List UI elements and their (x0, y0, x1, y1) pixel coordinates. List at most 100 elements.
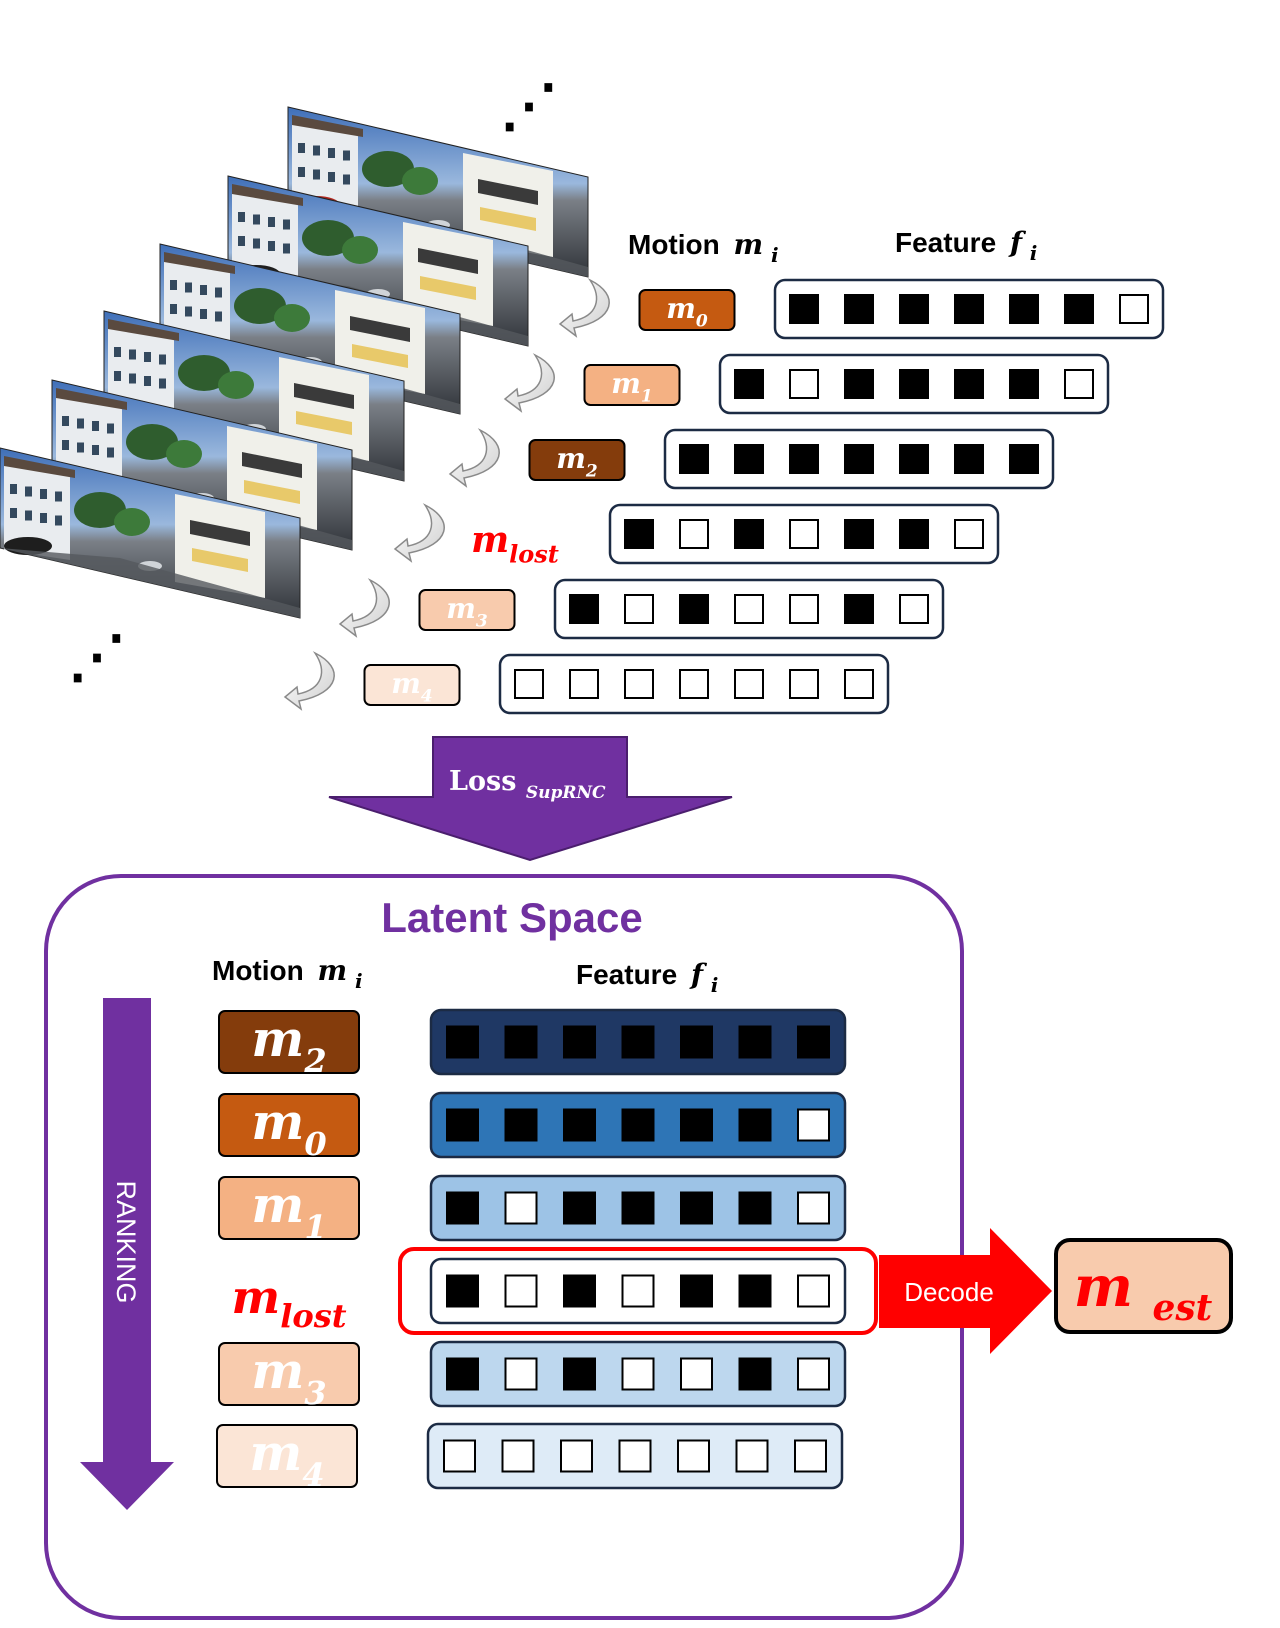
motion-label: m3 (446, 592, 488, 632)
motion-label: mlost (232, 1270, 347, 1335)
top-row: m1 (583, 353, 1110, 415)
feature-bit-empty (797, 1108, 830, 1142)
feature-bit-filled (446, 1357, 479, 1391)
latent-row: m0 (218, 1091, 847, 1163)
latent-row: m3 (218, 1340, 847, 1412)
motion-label: m1 (611, 367, 652, 407)
feature-vector (429, 1008, 847, 1076)
motion-badge: m3 (218, 1341, 360, 1412)
feature-bit-filled (789, 294, 819, 324)
motion-badge-box (216, 1424, 358, 1488)
motion-badge: m0 (638, 289, 736, 331)
feature-bit-empty (618, 1439, 652, 1473)
motion-badge-box (418, 589, 516, 631)
feature-bit-filled (738, 1025, 772, 1059)
feature-bit-empty (797, 1274, 830, 1308)
feature-bit-filled (738, 1274, 772, 1308)
feature-vector (429, 1091, 847, 1159)
motion-badge: m3 (418, 589, 516, 632)
feature-bit-empty (794, 1439, 827, 1473)
motion-label: m1 (251, 1175, 326, 1246)
feature-bit-filled (504, 1108, 538, 1142)
latent-feature-header: Feature f i (576, 958, 718, 997)
feature-vector (663, 428, 1055, 490)
feature-bit-filled (844, 594, 874, 624)
top-row: mlost (471, 503, 1000, 569)
feature-bit-empty (735, 1439, 769, 1473)
feature-bit-filled (954, 444, 984, 474)
feature-bit-filled (621, 1108, 655, 1142)
ellipsis-top: ⋰ (500, 73, 558, 138)
feature-bit-empty (504, 1274, 538, 1308)
curled-arrow-icon (338, 578, 390, 638)
motion-badge: mlost (471, 519, 559, 569)
feature-bit-empty (899, 594, 929, 624)
feature-bit-filled (738, 1191, 772, 1225)
motion-badge-box (218, 1176, 360, 1240)
feature-bit-empty (789, 669, 819, 699)
feature-bit-empty (621, 1274, 655, 1308)
motion-label: m2 (251, 1009, 326, 1080)
feature-bit-filled (680, 1025, 713, 1059)
feature-bit-filled (563, 1357, 596, 1391)
estimated-motion: m est (1054, 1238, 1233, 1334)
feature-bit-filled (738, 1108, 772, 1142)
motion-badge: m2 (218, 1009, 360, 1080)
latent-row: m4 (216, 1422, 844, 1494)
feature-bit-filled (899, 369, 929, 399)
feature-bit-filled (1009, 444, 1039, 474)
feature-bit-filled (789, 444, 819, 474)
camera-frames-stack (0, 106, 589, 619)
feature-bit-empty (789, 594, 819, 624)
feature-bit-filled (844, 294, 874, 324)
feature-bit-filled (1009, 294, 1039, 324)
latent-row: mlost (232, 1257, 847, 1335)
feature-bit-empty (679, 669, 709, 699)
ellipsis-bottom: ⋰ (68, 624, 126, 689)
feature-bit-empty (789, 519, 819, 549)
motion-badge-box (218, 1093, 360, 1157)
feature-bit-empty (504, 1357, 538, 1391)
feature-bit-empty (789, 369, 819, 399)
top-row: m0 (638, 278, 1165, 340)
feature-bit-filled (734, 519, 764, 549)
feature-bit-filled (446, 1274, 479, 1308)
feature-bit-filled (446, 1108, 479, 1142)
feature-bit-empty (1064, 369, 1094, 399)
feature-bit-empty (569, 669, 599, 699)
top-row: m2 (528, 428, 1055, 490)
latent-space-title: Latent Space (381, 894, 642, 941)
feature-bit-filled (797, 1025, 830, 1059)
top-feature-header: Feature f i (895, 226, 1037, 265)
feature-bit-filled (679, 594, 709, 624)
curled-arrow-icon (503, 353, 555, 413)
feature-bit-empty (797, 1191, 830, 1225)
feature-bit-filled (621, 1025, 655, 1059)
motion-badge-box (218, 1010, 360, 1074)
estimated-motion-label: m est (1074, 1254, 1213, 1329)
motion-badge: m4 (363, 664, 461, 706)
feature-vector (608, 503, 1000, 565)
motion-badge: m2 (528, 439, 626, 481)
feature-bit-filled (899, 519, 929, 549)
feature-bit-empty (680, 1357, 713, 1391)
feature-bit-empty (514, 669, 544, 699)
loss-arrow: Loss SupRNC (328, 736, 733, 862)
feature-bit-filled (738, 1357, 772, 1391)
motion-badge-box (638, 289, 736, 331)
feature-bit-filled (844, 444, 874, 474)
curled-arrow-icon (448, 428, 500, 488)
feature-bit-empty (797, 1357, 830, 1391)
camera-frame (0, 447, 301, 619)
feature-bit-filled (1064, 294, 1094, 324)
feature-bit-filled (569, 594, 599, 624)
motion-badge-box (583, 364, 681, 406)
feature-bit-filled (680, 1191, 713, 1225)
motion-badge: m1 (218, 1175, 360, 1246)
curled-arrow-icon (393, 503, 445, 563)
latent-row: m1 (218, 1174, 847, 1246)
feature-bit-filled (563, 1025, 596, 1059)
feature-bit-filled (899, 294, 929, 324)
feature-bit-empty (1119, 294, 1149, 324)
feature-bit-filled (563, 1191, 596, 1225)
